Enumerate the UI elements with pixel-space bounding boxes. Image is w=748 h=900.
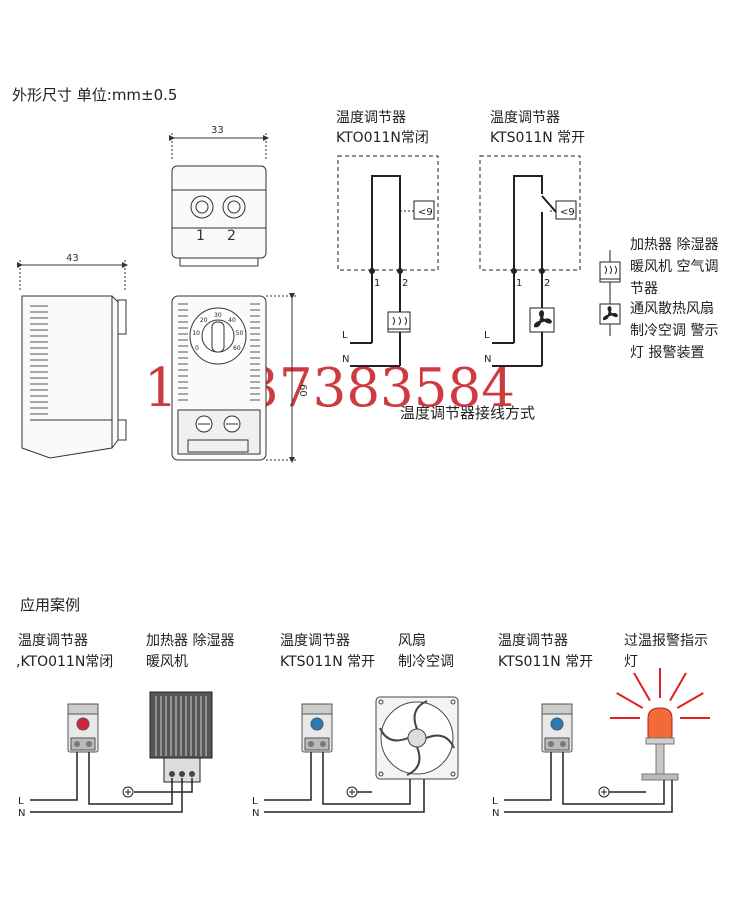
kts-terminal-1: 1 [516,278,522,289]
app2-device-line1: 风扇 [398,633,426,649]
app2-N-label: N [252,808,259,819]
app1-controller-line1: 温度调节器 [18,633,88,649]
dial-scale-label: 60 [233,345,241,352]
kto-title-line1: 温度调节器 [336,110,406,126]
wiring-caption: 温度调节器接线方式 [400,404,536,422]
front-vents [178,303,260,401]
legend-fan-line3: 灯 报警装置 [630,345,705,361]
legend-heat-line2: 暖风机 空气调 [630,259,719,275]
app1-device-line1: 加热器 除湿器 [146,633,235,649]
kto-N-label: N [342,354,349,365]
app2-controller-line1: 温度调节器 [280,633,350,649]
kts-terminal-2: 2 [544,278,550,289]
app1-heater [149,691,213,783]
app3-N-label: N [492,808,499,819]
width-dimension: 33 [211,125,224,136]
app3-beacon-icon [610,668,710,781]
kto-terminal-1: 1 [374,278,380,289]
terminal-1-label: 1 [196,228,205,244]
side-view [17,260,128,459]
svg-text:<9: <9 [418,207,433,218]
beacon-ray [676,692,704,709]
kto-L-label: L [342,330,348,341]
app2-L-label: L [252,796,258,807]
app1-ground-icon [122,786,134,798]
legend-fan-line2: 制冷空调 警示 [630,323,719,339]
kts-knob-icon [550,717,564,731]
depth-dimension: 43 [66,253,79,264]
app1-controller-line2: ,KTO011N常闭 [16,654,114,670]
terminal-2-label: 2 [227,228,236,244]
legend-fan-line1: 通风散热风扇 [630,301,714,317]
svg-text:<9: <9 [560,207,575,218]
app3-controller-line2: KTS011N 常开 [498,654,594,670]
kts-N-label: N [484,354,491,365]
fan-symbol-icon [599,303,621,325]
dial-scale-label: 0 [195,345,199,352]
app3-ground-icon [598,786,610,798]
kto-title-line2: KTO011N常闭 [336,130,429,146]
app1-controller [67,703,99,753]
kts-L-label: L [484,330,490,341]
app3-controller-line1: 温度调节器 [498,633,568,649]
app2-ground-icon [346,786,358,798]
height-dimension: 60 [297,384,308,397]
dial-scale-label: 20 [200,317,208,324]
app3-L-label: L [492,796,498,807]
app3-wires [504,752,673,813]
app2-wires [264,752,425,813]
legend-heat-line1: 加热器 除湿器 [630,237,719,253]
front-screws [195,415,241,433]
side-vents [30,305,48,415]
kto-knob-icon [76,717,90,731]
app2-device-line2: 制冷空调 [398,654,454,670]
kts-schematic: <9 [479,155,581,367]
beacon-ray [633,672,651,702]
top-view [169,133,269,267]
app2-controller [301,703,333,753]
kto-schematic: <9 [337,155,439,367]
dimensions-title: 外形尺寸 单位:mm±0.5 [12,86,178,104]
beacon-ray [669,672,687,702]
app3-device-line2: 灯 [624,654,638,670]
beacon-ray [616,692,644,709]
heater-symbol-icon [599,261,621,283]
app1-device-line2: 暖风机 [146,654,188,670]
app2-fan-icon [375,696,459,780]
app3-device-line1: 过温报警指示 [624,633,708,649]
app2-controller-line2: KTS011N 常开 [280,654,376,670]
app1-wires [30,752,193,813]
kts-knob-icon [310,717,324,731]
dial-scale-label: 50 [236,330,244,337]
dial-scale-label: 40 [228,317,236,324]
kts-title-line1: 温度调节器 [490,110,560,126]
kts-title-line2: KTS011N 常开 [490,130,586,146]
dial-scale-label: 10 [192,330,200,337]
app3-controller [541,703,573,753]
app1-N-label: N [18,808,25,819]
legend-heat-line3: 节器 [630,281,658,297]
kto-terminal-2: 2 [402,278,408,289]
applications-title: 应用案例 [20,596,81,614]
app1-L-label: L [18,796,24,807]
dial-scale-label: 30 [214,312,222,319]
